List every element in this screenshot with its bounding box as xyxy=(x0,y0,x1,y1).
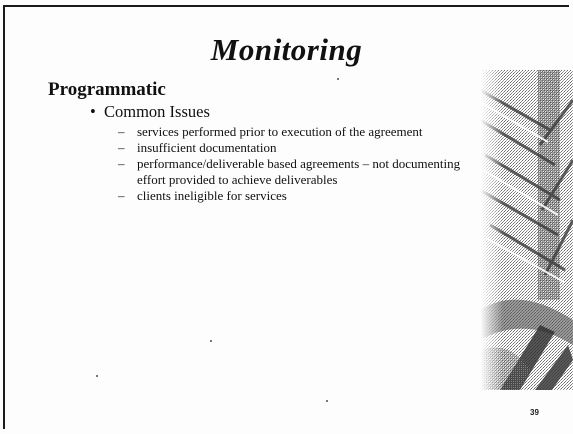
page-number: 39 xyxy=(530,408,539,417)
list-item-text: services performed prior to execution of… xyxy=(137,124,423,139)
slide-frame xyxy=(3,5,569,429)
scan-speck xyxy=(210,340,212,342)
decorative-photo xyxy=(480,70,573,390)
list-item: – services performed prior to execution … xyxy=(118,124,478,140)
dash-icon: – xyxy=(118,188,125,203)
list-item: – performance/deliverable based agreemen… xyxy=(118,156,478,188)
dash-icon: – xyxy=(118,124,125,139)
list-item: – insufficient documentation xyxy=(118,140,478,156)
section-heading: Programmatic xyxy=(48,79,166,100)
list-item-text: clients ineligible for services xyxy=(137,188,287,203)
slide-title: Monitoring xyxy=(210,32,363,67)
list-item-text: performance/deliverable based agreements… xyxy=(137,156,461,187)
list-item-text: insufficient documentation xyxy=(137,140,277,155)
list-item: – clients ineligible for services xyxy=(118,188,478,204)
scan-speck xyxy=(96,375,98,377)
bullet-common-issues: • Common Issues xyxy=(90,102,210,122)
scan-speck xyxy=(326,400,328,402)
bullet-label: Common Issues xyxy=(104,102,210,121)
bullet-icon: • xyxy=(90,102,96,121)
issues-list: – services performed prior to execution … xyxy=(118,124,478,204)
dash-icon: – xyxy=(118,140,125,155)
scan-speck xyxy=(337,78,339,80)
dash-icon: – xyxy=(118,156,125,171)
